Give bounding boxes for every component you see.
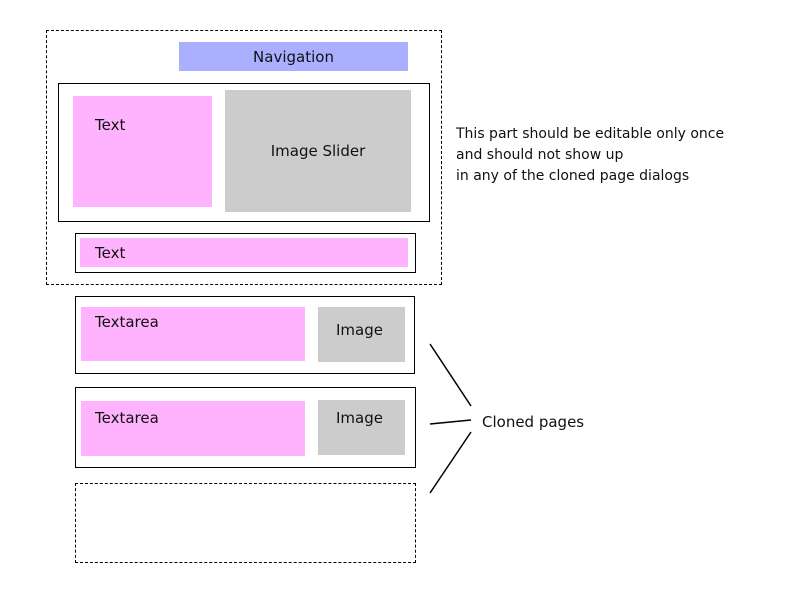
cloned-page-2-textarea-label: Textarea bbox=[95, 409, 159, 427]
cloned-page-1-image-block: Image bbox=[318, 307, 405, 362]
connector-line-clone-2 bbox=[429, 419, 472, 425]
note-line-3: in any of the cloned page dialogs bbox=[456, 168, 690, 184]
banner-text-label: Text bbox=[95, 244, 126, 262]
cloned-page-1-image-label: Image bbox=[336, 321, 383, 339]
navigation-block: Navigation bbox=[179, 42, 408, 71]
editable-once-region bbox=[46, 30, 442, 285]
cloned-pages-label: Cloned pages bbox=[482, 413, 585, 431]
connector-line-placeholder bbox=[429, 431, 472, 494]
hero-text-block: Text bbox=[73, 96, 212, 207]
cloned-page-1-textarea-label: Textarea bbox=[95, 313, 159, 331]
cloned-page-1-textarea-block: Textarea bbox=[81, 307, 305, 361]
banner-text-block: Text bbox=[80, 238, 408, 267]
cloned-page-placeholder bbox=[75, 483, 416, 563]
navigation-label: Navigation bbox=[253, 47, 334, 66]
note-line-1: This part should be editable only once bbox=[456, 126, 725, 142]
note-line-2: and should not show up bbox=[456, 147, 624, 163]
connector-line-clone-1 bbox=[429, 343, 472, 407]
cloned-page-2-textarea-block: Textarea bbox=[81, 401, 305, 456]
hero-text-label: Text bbox=[95, 116, 126, 134]
editable-once-note: This part should be editable only once a… bbox=[456, 124, 724, 187]
image-slider-block: Image Slider bbox=[225, 90, 411, 212]
image-slider-label: Image Slider bbox=[270, 142, 366, 160]
cloned-page-2-image-block: Image bbox=[318, 400, 405, 455]
cloned-page-2-image-label: Image bbox=[336, 409, 383, 427]
